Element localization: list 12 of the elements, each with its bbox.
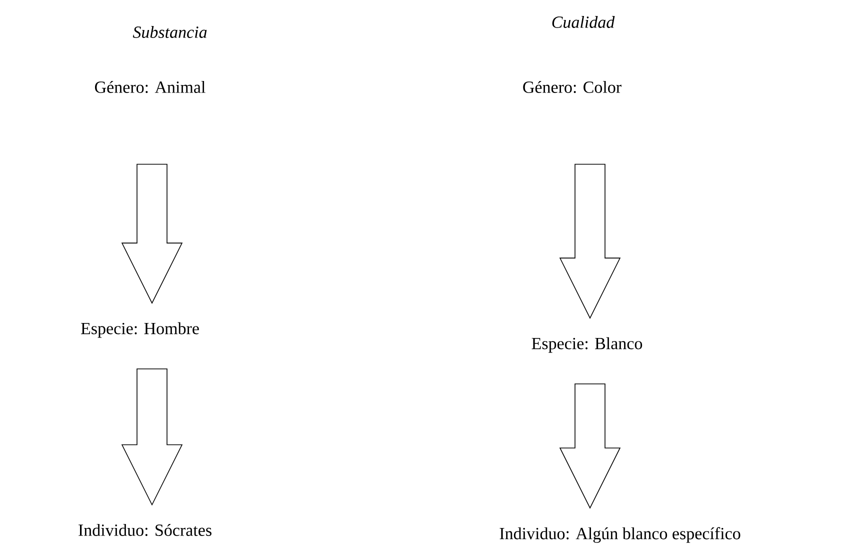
block-arrow [121,368,183,506]
node-label: Individuo: Algún blanco específico [500,527,740,543]
column-heading: Cualidad [552,16,615,28]
block-arrow [559,164,621,319]
node-label: Género: Color [523,80,622,94]
block-arrow [121,164,183,304]
node-label: Especie: Hombre [81,322,199,338]
column-heading: Substancia [132,26,207,38]
node-label: Género: Animal [95,80,206,94]
node-label: Especie: Blanco [532,337,642,353]
block-arrow [559,384,621,509]
node-label: Individuo: Sócrates [78,524,212,536]
